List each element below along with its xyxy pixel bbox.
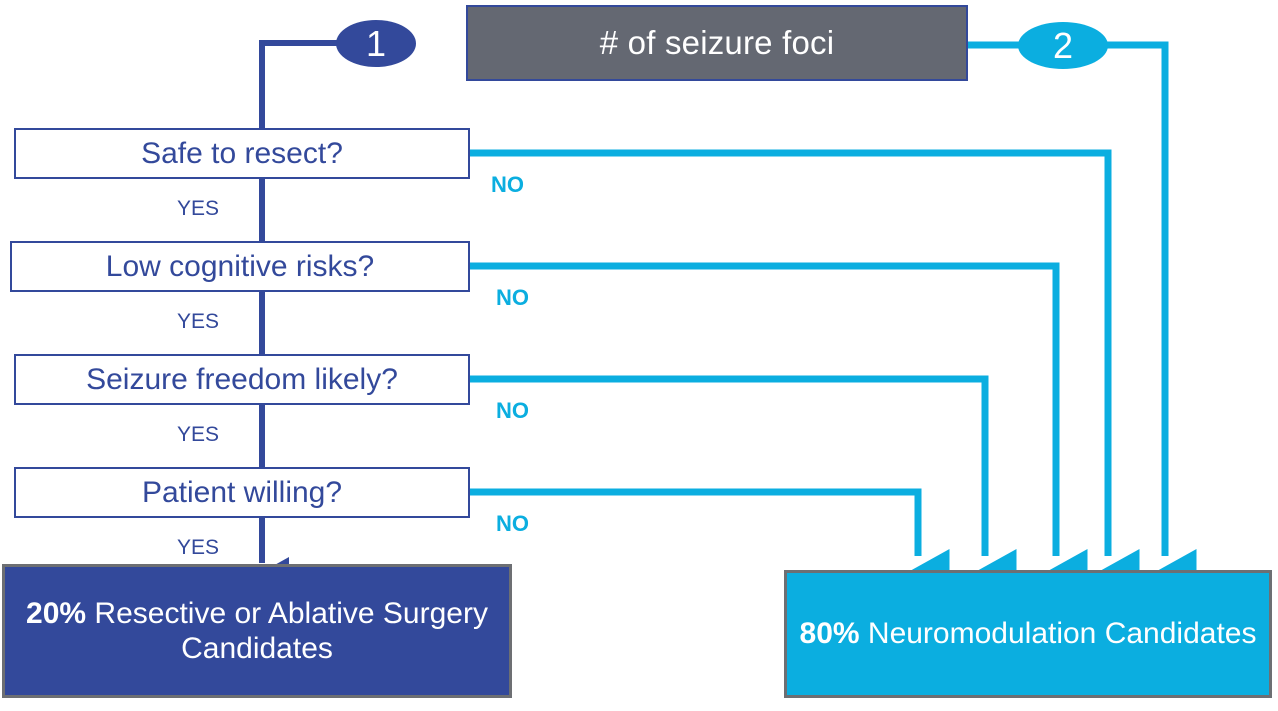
branch-badge-one-label: 1 <box>365 22 387 64</box>
no-wire-low-cognitive-risks <box>470 262 1088 619</box>
edge-label-no-low-cognitive-risks: NO <box>496 285 529 310</box>
edge-label-no-patient-willing: NO <box>496 511 529 536</box>
branch-badge-one: 1 <box>336 20 416 67</box>
decision-box-low-cognitive-risks[interactable]: Low cognitive risks? <box>10 241 470 292</box>
header-node-label: # of seizure foci <box>599 24 835 61</box>
decision-label-low-cognitive-risks: Low cognitive risks? <box>105 249 375 283</box>
branch-badge-two: 2 <box>1018 22 1108 69</box>
decision-box-patient-willing[interactable]: Patient willing? <box>14 467 470 518</box>
outcome-percent-neuromodulation: 80% <box>799 617 860 651</box>
decision-label-seizure-freedom: Seizure freedom likely? <box>86 362 398 396</box>
outcome-text-resective-ablative: 20% Resective or Ablative Surgery Candid… <box>15 596 499 667</box>
edge-label-yes-safe-to-resect: YES <box>177 197 220 220</box>
edge-label-no-seizure-freedom: NO <box>496 398 529 423</box>
edge-label-yes-seizure-freedom: YES <box>177 423 220 446</box>
decision-label-patient-willing: Patient willing? <box>141 475 343 509</box>
outcome-box-resective-ablative: 20% Resective or Ablative Surgery Candid… <box>2 564 512 698</box>
no-wire-safe-to-resect <box>470 149 1140 619</box>
outcome-text-neuromodulation: 80% Neuromodulation Candidates <box>800 616 1257 651</box>
no-wire-seizure-freedom <box>470 375 1017 619</box>
outcome-box-neuromodulation: 80% Neuromodulation Candidates <box>784 570 1272 698</box>
no-wire-patient-willing <box>470 488 950 619</box>
outcome-caption-resective-ablative: Resective or Ablative Surgery Candidates <box>86 596 488 665</box>
header-node-seizure-foci: # of seizure foci <box>466 5 968 81</box>
outcome-percent-resective-ablative: 20% <box>26 596 87 630</box>
branch-2-wire <box>968 41 1197 619</box>
branch-badge-two-label: 2 <box>1052 24 1074 66</box>
decision-box-safe-to-resect[interactable]: Safe to resect? <box>14 128 470 179</box>
decision-box-seizure-freedom[interactable]: Seizure freedom likely? <box>14 354 470 405</box>
decision-label-safe-to-resect: Safe to resect? <box>141 136 343 170</box>
outcome-caption-neuromodulation: Neuromodulation Candidates <box>859 617 1257 651</box>
edge-label-no-safe-to-resect: NO <box>491 172 524 197</box>
edge-label-yes-low-cognitive-risks: YES <box>177 310 220 333</box>
edge-label-yes-patient-willing: YES <box>177 536 220 559</box>
